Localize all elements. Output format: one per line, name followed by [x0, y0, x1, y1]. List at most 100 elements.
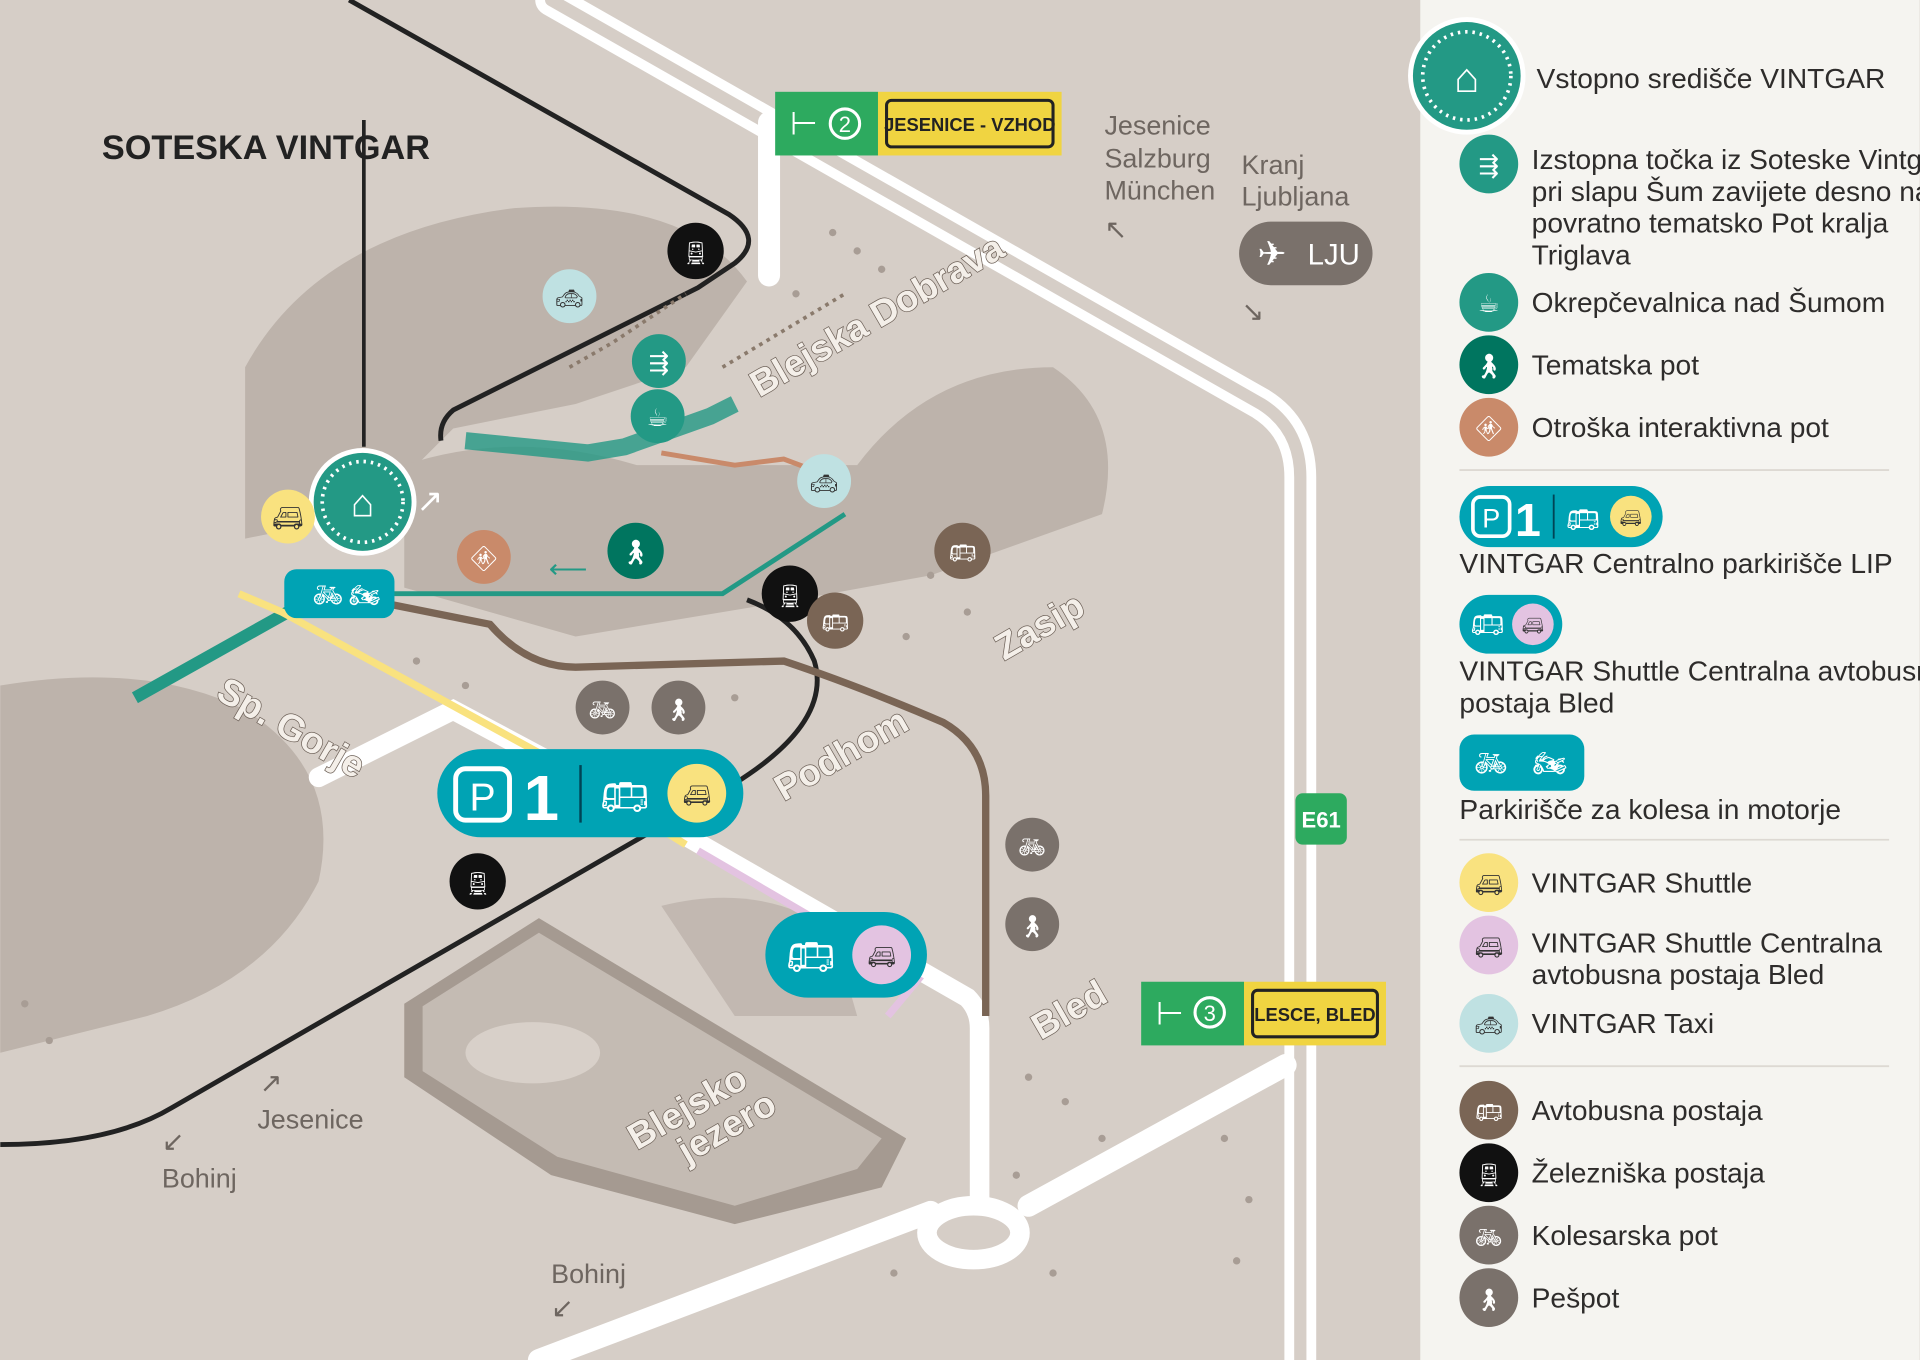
marker-footpath-1[interactable]: 🚶︎ — [651, 680, 706, 735]
motorbike-icon: 🏍︎ — [1533, 748, 1567, 778]
arrow-left-icon: ⟵ — [549, 554, 588, 584]
legend-item-kids-trail: 🚸︎ Otroška interaktivna pot — [1459, 397, 1829, 457]
marker-visitor-center[interactable]: ⌂ — [308, 448, 417, 556]
marker-theme-trail[interactable]: 🚶︎ — [607, 522, 664, 580]
svg-text:Otroška interaktivna pot: Otroška interaktivna pot — [1532, 412, 1829, 443]
lake-bled — [404, 918, 907, 1225]
marker-train-3[interactable]: 🚆︎ — [449, 853, 506, 910]
marker-shuttle-yellow[interactable]: 🚐︎ — [261, 489, 315, 544]
svg-text:povratno tematsko Pot kralja: povratno tematsko Pot kralja — [1532, 208, 1889, 239]
marker-kids-trail[interactable]: 🚸︎ — [456, 530, 511, 584]
arrow-ne-icon: ↗ — [260, 1068, 283, 1098]
bike-icon: 🚲︎ — [312, 582, 343, 609]
marker-train-1[interactable]: 🚆︎ — [667, 222, 724, 280]
bus-icon: 🚌︎ — [1475, 1100, 1503, 1125]
taxi-icon: 🚕︎ — [810, 471, 838, 496]
motorbike-icon: 🏍︎ — [349, 582, 380, 609]
exit-icon: ⊢ — [1156, 996, 1184, 1032]
svg-text:Ljubljana: Ljubljana — [1242, 182, 1350, 212]
svg-text:1: 1 — [1515, 494, 1541, 546]
bus-icon: 🚌︎ — [821, 610, 849, 635]
legend-item-footpath: 🚶︎ Pešpot — [1459, 1268, 1619, 1327]
svg-text:1: 1 — [524, 763, 559, 834]
legend-item-parking: P 1 🚌︎ 🚐︎ VINTGAR Centralno parkirišče L… — [1459, 485, 1893, 579]
footpath-icon: 🚶︎ — [664, 697, 692, 722]
parking-icon: P — [470, 776, 496, 819]
marker-bus-station-2[interactable]: 🚌︎ — [806, 592, 864, 649]
marker-bike-moto-parking[interactable]: 🚲︎🏍︎ — [284, 569, 395, 619]
shuttle-icon: 🚐︎ — [1620, 508, 1642, 528]
signpost-icon: ⇶ — [1479, 153, 1500, 180]
svg-text:avtobusna postaja Bled: avtobusna postaja Bled — [1532, 959, 1825, 990]
gorge — [464, 396, 739, 462]
exit-icon: ⊢ — [790, 106, 818, 142]
bike-icon: 🚲︎ — [1018, 834, 1046, 859]
taxi-icon: 🚕︎ — [1475, 1013, 1503, 1038]
exit-3-sign: ⊢ 3 LESCE, BLED — [1141, 981, 1386, 1046]
arrow-sw-icon: ↙ — [551, 1293, 574, 1323]
svg-text:München: München — [1104, 176, 1215, 206]
roads — [308, 0, 1317, 1360]
bike-icon: 🚲︎ — [589, 697, 617, 722]
marker-refreshment[interactable]: ☕︎ — [630, 389, 685, 444]
svg-text:JESENICE - VZHOD: JESENICE - VZHOD — [884, 114, 1055, 135]
svg-text:Pešpot: Pešpot — [1532, 1282, 1620, 1313]
svg-text:E61: E61 — [1302, 808, 1341, 833]
legend-item-shuttle-yellow: 🚐︎ VINTGAR Shuttle — [1459, 853, 1752, 912]
arrow-ne-icon: ↗ — [416, 483, 443, 519]
brown-trail — [366, 596, 990, 1017]
svg-text:postaja Bled: postaja Bled — [1459, 687, 1614, 718]
marker-taxi-2[interactable]: 🚕︎ — [797, 454, 852, 509]
svg-text:VINTGAR Centralno parkirišče L: VINTGAR Centralno parkirišče LIP — [1459, 548, 1892, 579]
dotted-path — [568, 292, 846, 369]
svg-text:Kolesarska pot: Kolesarska pot — [1532, 1220, 1718, 1251]
direction-bohinj-sw: Bohinj — [162, 1163, 237, 1193]
kids-trail-icon: 🚸︎ — [468, 546, 499, 573]
svg-text:Kranj: Kranj — [1242, 150, 1305, 180]
legend-item-bus-shuttle: 🚌︎ 🚐︎ VINTGAR Shuttle Centralna avtobusn… — [1459, 594, 1920, 718]
bike-icon: 🚲︎ — [1474, 748, 1508, 778]
marker-parking-p1[interactable]: P 1 🚌︎ 🚐︎ — [437, 749, 744, 838]
arrow-sw-icon: ↙ — [162, 1127, 185, 1157]
kids-trail-icon: 🚸︎ — [1473, 416, 1504, 443]
parking-icon: P — [1482, 504, 1500, 534]
bus-icon: 🚌︎ — [1566, 505, 1600, 535]
exit-2-sign: ⊢ 2 JESENICE - VZHOD — [775, 91, 1062, 156]
visitor-center-icon: ⌂ — [1454, 54, 1479, 101]
legend-item-bike-moto: 🚲︎ 🏍︎ Parkirišče za kolesa in motorje — [1459, 734, 1841, 825]
marker-bus-station-1[interactable]: 🚌︎ — [934, 522, 991, 580]
svg-text:Izstopna točka iz Soteske Vint: Izstopna točka iz Soteske Vintgar – — [1532, 144, 1920, 175]
marker-footpath-2[interactable]: 🚶︎ — [1005, 897, 1060, 952]
train-icon: 🚆︎ — [776, 583, 804, 608]
svg-text:Železniška postaja: Železniška postaja — [1532, 1158, 1765, 1189]
svg-text:Parkirišče za kolesa in motorj: Parkirišče za kolesa in motorje — [1459, 794, 1841, 825]
svg-text:Triglava: Triglava — [1532, 239, 1631, 270]
bus-icon: 🚌︎ — [948, 541, 976, 566]
shuttle-icon: 🚐︎ — [683, 783, 711, 808]
marker-signpost[interactable]: ⇶ — [631, 334, 686, 389]
railway — [0, 0, 820, 1148]
marker-bike-path-1[interactable]: 🚲︎ — [575, 680, 630, 735]
footpath-icon: 🚶︎ — [1475, 1287, 1503, 1312]
svg-text:Salzburg: Salzburg — [1104, 144, 1210, 174]
direction-bohinj-s: Bohinj — [551, 1259, 626, 1289]
visitor-center-icon: ⌂ — [351, 483, 375, 526]
marker-taxi-1[interactable]: 🚕︎ — [542, 269, 597, 324]
svg-text:LJU: LJU — [1308, 238, 1360, 271]
svg-text:VINTGAR Shuttle Centralna: VINTGAR Shuttle Centralna — [1532, 927, 1883, 958]
svg-text:Avtobusna postaja: Avtobusna postaja — [1532, 1095, 1763, 1126]
shuttle-icon: 🚐︎ — [1475, 935, 1503, 960]
marker-train-2[interactable]: 🚆︎ — [761, 565, 819, 622]
hiker-icon: 🚶︎ — [1473, 354, 1504, 381]
hiker-icon: 🚶︎ — [620, 540, 651, 567]
marker-bus-station-bled[interactable]: 🚌︎ 🚐︎ — [765, 911, 927, 998]
svg-text:VINTGAR Shuttle Centralna avto: VINTGAR Shuttle Centralna avtobusna — [1459, 656, 1920, 687]
marker-bike-path-2[interactable]: 🚲︎ — [1005, 817, 1060, 872]
legend-item-train-station: 🚆︎ Železniška postaja — [1459, 1143, 1765, 1203]
svg-text:Jesenice: Jesenice — [1104, 111, 1210, 141]
map-title: SOTESKA VINTGAR — [102, 129, 430, 167]
shuttle-icon: 🚐︎ — [868, 945, 896, 970]
legend-item-visitor-center: ⌂ Vstopno središče VINTGAR — [1408, 17, 1885, 135]
svg-text:Okrepčevalnica nad Šumom: Okrepčevalnica nad Šumom — [1532, 287, 1886, 318]
